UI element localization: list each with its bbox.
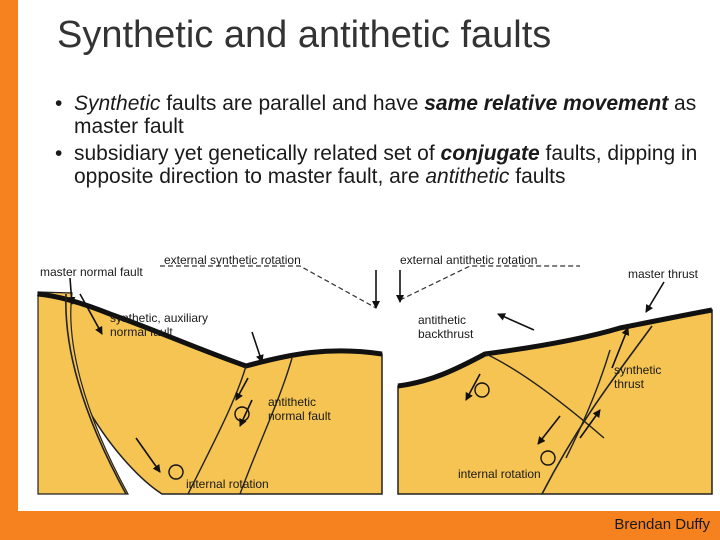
synthetic-thrust-slip-arrow [579,409,601,439]
synthetic-thrust-slip-arrow [611,327,630,369]
master-thrust-label: master thrust [628,267,699,281]
bullet-text: faults, dipping in opposite direction to… [74,142,698,188]
external-antithetic-rotation-label: external antithetic rotation [400,253,537,267]
master-thrust-slip-arrow [645,281,665,313]
synthetic-thrust-label: thrust [614,377,645,391]
synthetic-slip-arrow [251,331,264,363]
internal-slip-arrow [135,437,161,473]
thrust-fault-panel: external antithetic rotation master thru… [396,253,713,495]
synthetic-thrust-trace [565,349,611,459]
master-normal-fault-trace [65,293,127,495]
rotation-icon [474,382,490,398]
master-normal-fault-label: master normal fault [40,265,143,279]
external-synthetic-rotation-label: external synthetic rotation [164,253,301,267]
rotation-icon [540,450,556,466]
surface-layer [37,291,383,369]
bullet-dot-icon: • [55,92,63,115]
master-fault-slip-arrow [67,277,76,305]
master-thrust-trace [541,325,653,495]
rotation-icon [168,464,184,480]
synthetic-thrust-label: synthetic [614,363,661,377]
bullet-item: • subsidiary yet genetically related set… [55,142,705,188]
antithetic-fault-label: antithetic [268,395,316,409]
term-synthetic: Synthetic [74,92,161,115]
hanging-wall-slip-arrow [79,293,103,335]
synthetic-slip-arrow [235,377,249,401]
bullet-text: faults [509,165,566,188]
fault-diagram: master normal fault external synthetic r… [36,253,713,495]
internal-rotation-label: internal rotation [458,467,541,481]
synthetic-fault-label: synthetic, auxiliary [110,311,208,325]
backthrust-slip-arrow [497,313,535,331]
bullet-item: • Synthetic faults are parallel and have… [55,92,705,138]
term-conjugate: conjugate [440,142,540,165]
internal-slip-arrow [537,415,561,445]
term-same-relative-movement: same relative movement [424,92,669,115]
external-rotation-guide [160,265,377,309]
backthrust-label: backthrust [418,327,474,341]
synthetic-fault-trace [187,365,247,495]
bullet-dot-icon: • [55,142,63,165]
surface-layer [397,307,713,389]
normal-fault-panel: master normal fault external synthetic r… [36,253,383,495]
footwall-block [37,291,130,495]
term-antithetic: antithetic [425,165,510,188]
bullet-text: faults are parallel and have [160,92,425,115]
author-name: Brendan Duffy [614,516,710,533]
accent-left-bar [0,0,18,540]
rotation-icon [234,406,250,422]
footer-bar [0,511,720,540]
backthrust-slip-arrow [465,373,481,401]
bullet-text: subsidiary yet genetically related set o… [74,142,441,165]
synthetic-fault-label: normal fault [110,325,173,339]
slide-title: Synthetic and antithetic faults [57,14,552,56]
backthrust-label: antithetic [418,313,466,327]
bullet-list: • Synthetic faults are parallel and have… [55,92,705,192]
bullet-text: as master fault [74,92,697,138]
external-rotation-guide [399,265,580,301]
internal-rotation-label: internal rotation [186,477,269,491]
antithetic-fault-trace [239,357,293,495]
antithetic-fault-label: normal fault [268,409,331,423]
